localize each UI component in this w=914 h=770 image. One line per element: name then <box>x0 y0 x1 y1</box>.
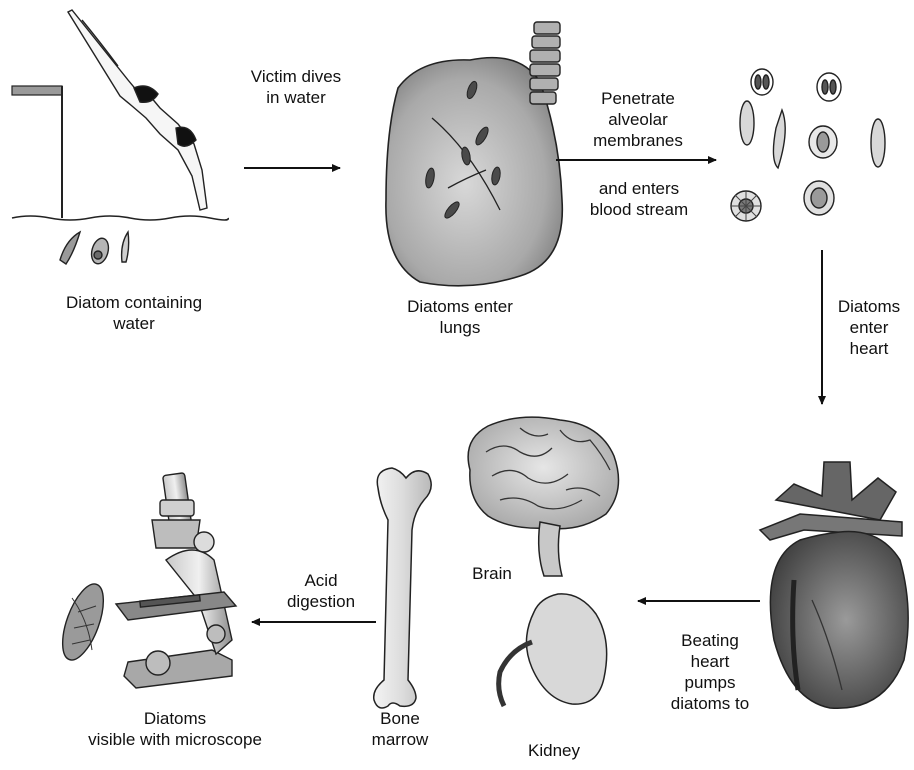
brain-icon <box>468 417 618 576</box>
label-enters-blood: and enters blood stream <box>566 178 712 220</box>
label-diatom-water: Diatom containing water <box>22 292 246 334</box>
label-acid-digestion: Acid digestion <box>266 570 376 612</box>
label-victim-dives: Victim dives in water <box>226 66 366 108</box>
bone-icon <box>374 468 431 708</box>
diatom-slide-icon <box>54 579 111 665</box>
label-brain: Brain <box>452 563 532 584</box>
microscope-icon <box>116 473 236 688</box>
label-bone-marrow: Bone marrow <box>350 708 450 750</box>
water-surface <box>12 216 228 220</box>
diatom-cells-icon <box>731 69 885 221</box>
lung-icon <box>386 22 562 286</box>
water-diatoms-icon <box>60 232 129 266</box>
label-enter-heart: Diatoms enter heart <box>826 296 912 359</box>
diving-board-icon <box>12 86 62 218</box>
heart-icon <box>760 462 908 708</box>
label-penetrate: Penetrate alveolar membranes <box>568 88 708 151</box>
label-diatoms-lungs: Diatoms enter lungs <box>380 296 540 338</box>
kidney-icon <box>499 594 607 706</box>
label-beating-heart: Beating heart pumps diatoms to <box>650 630 770 714</box>
label-diatoms-microscope: Diatoms visible with microscope <box>30 708 320 750</box>
diver-icon <box>68 10 207 210</box>
label-kidney: Kidney <box>504 740 604 761</box>
